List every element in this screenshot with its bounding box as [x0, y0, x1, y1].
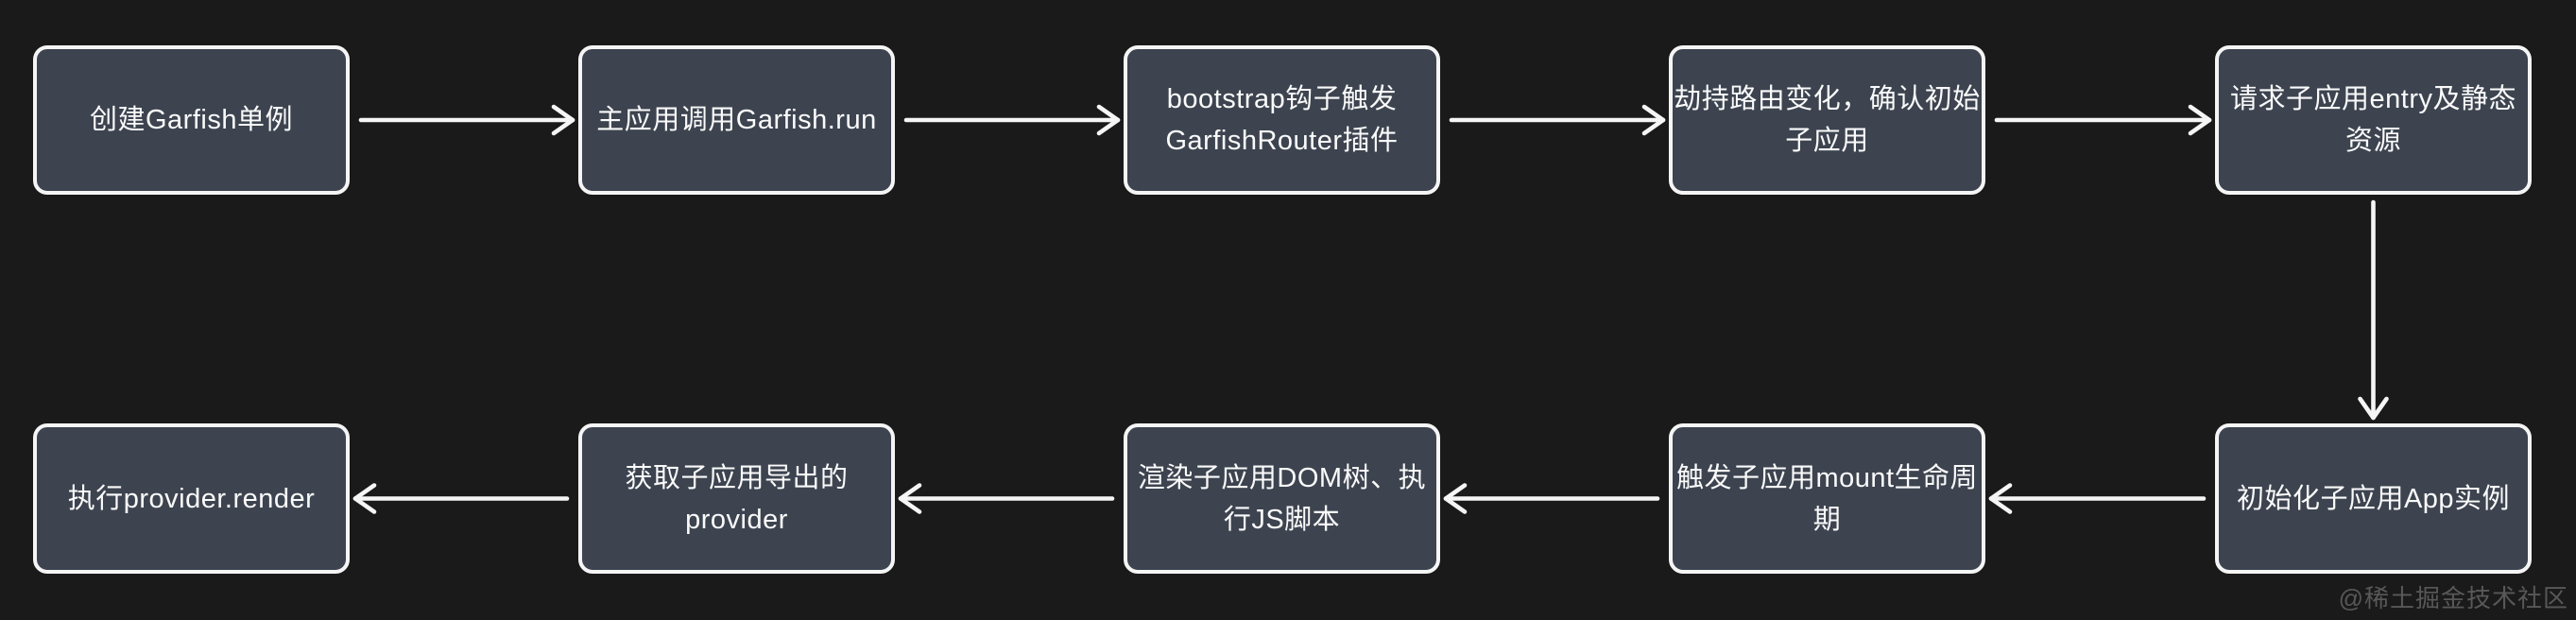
flow-node-get-child-app-exported-provider: 获取子应用导出的 provider	[578, 423, 895, 574]
flow-node-request-child-app-entry-and-static-assets: 请求子应用entry及静态 资源	[2215, 45, 2532, 195]
arrowhead-icon	[898, 483, 922, 514]
arrowhead-icon	[1641, 104, 1666, 136]
arrowhead-icon	[1988, 483, 2013, 514]
flow-node-main-app-calls-garfish-run: 主应用调用Garfish.run	[578, 45, 895, 195]
watermark: @稀土掘金技术社区	[2338, 584, 2568, 612]
flow-node-bootstrap-hook-triggers-router-plugin: bootstrap钩子触发 GarfishRouter插件	[1124, 45, 1440, 195]
flow-node-exec-provider-render: 执行provider.render	[33, 423, 350, 574]
arrowhead-icon	[2358, 396, 2389, 421]
flow-node-init-child-app-instance: 初始化子应用App实例	[2215, 423, 2532, 574]
flow-node-render-child-app-dom-tree-exec-js: 渲染子应用DOM树、执 行JS脚本	[1124, 423, 1440, 574]
flow-node-create-garfish-singleton: 创建Garfish单例	[33, 45, 350, 195]
arrowhead-icon	[1096, 104, 1121, 136]
arrowhead-icon	[551, 104, 575, 136]
arrowhead-icon	[2188, 104, 2212, 136]
arrowhead-icon	[352, 483, 377, 514]
flow-node-trigger-child-app-mount-lifecycle: 触发子应用mount生命周 期	[1669, 423, 1985, 574]
arrowhead-icon	[1443, 483, 1468, 514]
flow-node-hijack-route-change-confirm-initial-child-app: 劫持路由变化，确认初始 子应用	[1669, 45, 1985, 195]
